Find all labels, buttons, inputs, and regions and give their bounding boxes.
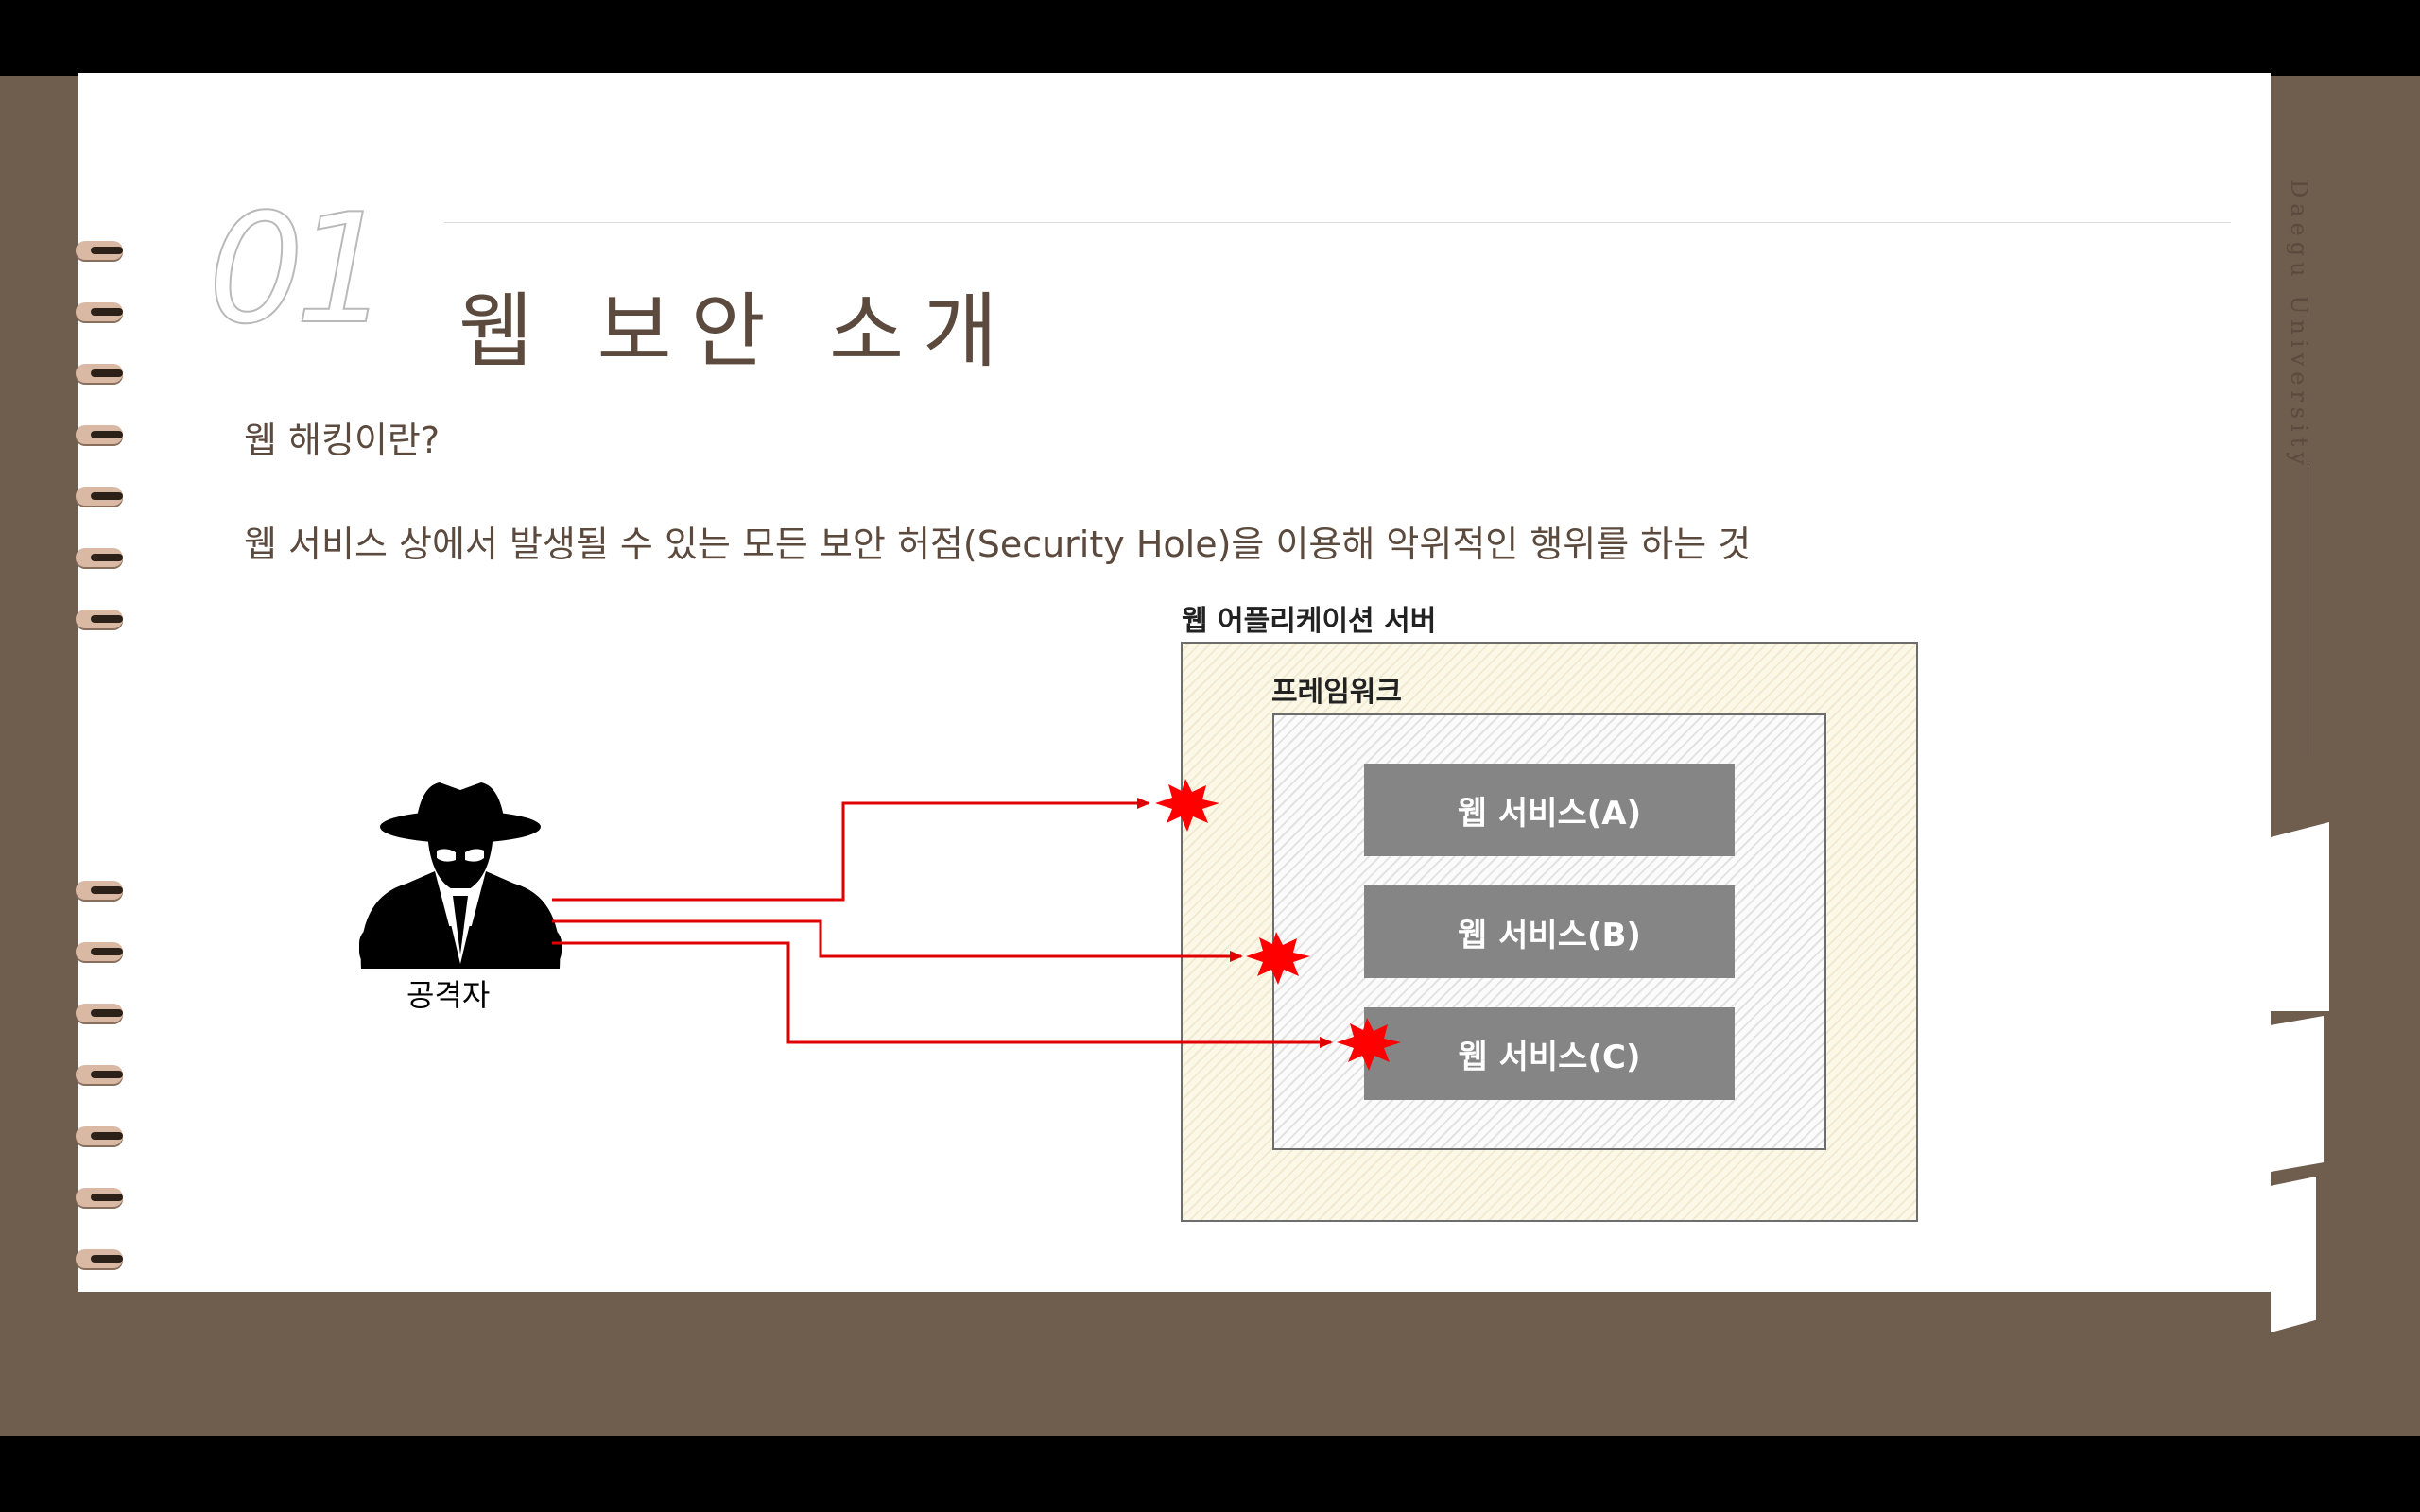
spiral-ring (76, 302, 123, 321)
slide-title: 웹 보안 소개 (458, 284, 1017, 379)
spiral-ring (76, 364, 123, 383)
server-label: 웹 어플리케이션 서버 (1182, 605, 1437, 638)
page-tab-1 (2271, 822, 2329, 1011)
framework-label: 프레임워크 (1271, 676, 1402, 709)
spiral-ring (76, 487, 123, 506)
spiral-ring (76, 1188, 123, 1207)
spiral-ring (76, 425, 123, 444)
spiral-ring (76, 548, 123, 567)
side-label: Daegu University (2286, 180, 2312, 471)
attack-arrow-b (552, 919, 1243, 962)
spiral-ring (76, 881, 123, 900)
web-service-c: 웹 서비스(C) (1364, 1007, 1735, 1100)
spiral-ring (76, 1065, 123, 1084)
attacker-label: 공격자 (406, 977, 491, 1013)
subheading: 웹 해킹이란? (244, 420, 441, 461)
slide-number: 01 (207, 180, 392, 357)
attack-arrows (552, 798, 1333, 1048)
web-service-b: 웹 서비스(B) (1364, 885, 1735, 978)
title-divider (444, 222, 2231, 223)
spiral-ring (76, 1126, 123, 1145)
page-tab-2 (2271, 1016, 2324, 1172)
spiral-ring (76, 241, 123, 260)
page-tab-3 (2271, 1177, 2316, 1332)
burst-icon (1246, 932, 1310, 985)
web-service-a: 웹 서비스(A) (1364, 764, 1735, 856)
spiral-ring (76, 1249, 123, 1268)
spiral-ring (76, 942, 123, 961)
spiral-ring (76, 610, 123, 628)
spiral-ring (76, 1004, 123, 1022)
description: 웹 서비스 상에서 발생될 수 있는 모든 보안 허점(Security Hol… (244, 524, 1752, 565)
burst-icon (1337, 1018, 1401, 1071)
spy-icon (359, 782, 562, 969)
attack-arrow-c (552, 941, 1333, 1048)
attack-arrow-a (552, 798, 1150, 902)
burst-icon (1155, 779, 1219, 832)
